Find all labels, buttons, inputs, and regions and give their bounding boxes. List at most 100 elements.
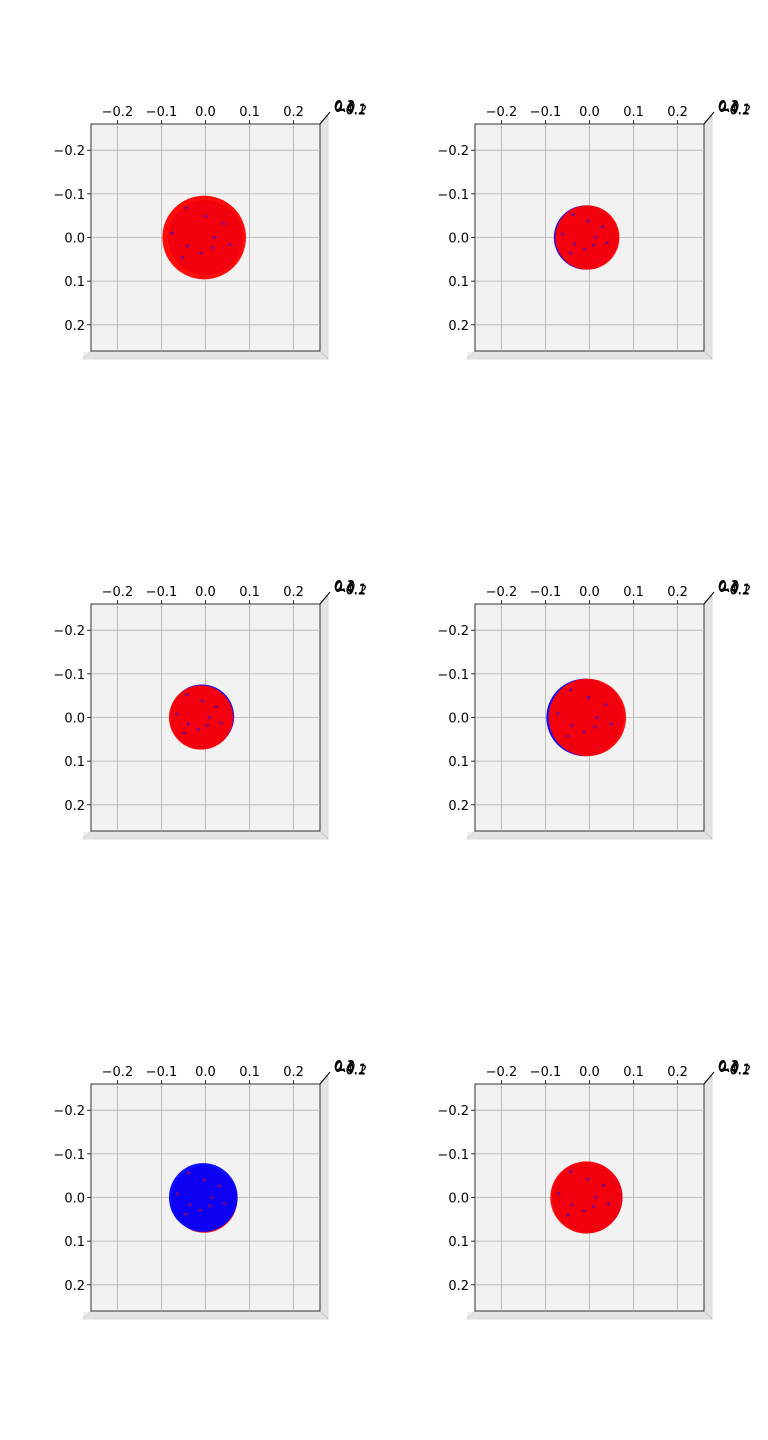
overlap-point (568, 688, 573, 692)
z-tick-label: 0.1 (718, 580, 739, 595)
y-tick-label: 0.2 (448, 1279, 469, 1294)
overlap-point (186, 244, 190, 248)
overlap-point (185, 692, 189, 697)
z-tick-label: −0.1 (335, 582, 367, 597)
y-tick-label: 0.2 (64, 799, 85, 814)
overlap-point (586, 1177, 590, 1181)
subplot-1: −0.2−0.2−0.1−0.10.00.00.10.10.20.20.20.1… (53, 99, 367, 360)
x-tick-label: −0.2 (486, 1065, 518, 1080)
z-tick-label: 0.0 (335, 1061, 356, 1076)
overlap-point (204, 214, 208, 218)
x-tick-label: −0.2 (486, 585, 518, 600)
y-tick-label: −0.2 (437, 624, 469, 639)
z-tick-label: 0.2 (334, 99, 355, 114)
x-tick-label: 0.2 (667, 105, 688, 120)
x-tick-label: −0.2 (486, 105, 518, 120)
overlap-point (573, 242, 577, 246)
overlap-point (210, 1195, 214, 1200)
series-2-points (548, 678, 627, 757)
overlap-point (570, 1203, 574, 1207)
y-tick-label: 0.0 (448, 1192, 469, 1207)
overlap-point (213, 235, 217, 240)
y-tick-label: −0.1 (53, 188, 85, 203)
z-tick-label: 0.0 (719, 101, 740, 116)
y-tick-label: −0.1 (437, 188, 469, 203)
z-tick-label: −0.1 (719, 1062, 751, 1077)
overlap-point (222, 1201, 227, 1205)
overlap-point (184, 1212, 188, 1216)
overlap-point (228, 243, 232, 247)
y-tick-label: 0.1 (64, 1235, 85, 1250)
subplot-6: −0.2−0.2−0.1−0.10.00.00.10.10.20.20.20.1… (437, 1059, 751, 1320)
overlap-point (603, 703, 608, 707)
y-tick-label: 0.2 (64, 1279, 85, 1294)
z-tick-label: −0.2 (335, 583, 367, 598)
x-tick-label: 0.1 (623, 585, 644, 600)
overlap-point (174, 712, 179, 716)
y-tick-label: −0.1 (437, 668, 469, 683)
overlap-point (217, 1184, 222, 1188)
series-2-points (555, 205, 620, 270)
overlap-point (571, 212, 575, 217)
overlap-point (219, 721, 223, 725)
overlap-point (557, 1192, 561, 1196)
x-tick-label: 0.1 (623, 105, 644, 120)
z-tick-label: 0.1 (334, 580, 355, 595)
overlap-point (609, 722, 613, 726)
x-tick-label: 0.1 (239, 585, 260, 600)
overlap-point (208, 1204, 212, 1208)
x-tick-label: 0.2 (283, 585, 304, 600)
z-tick-label: 0.2 (718, 579, 739, 594)
series-2-points (168, 685, 234, 750)
series-2-points (550, 1161, 623, 1234)
overlap-point (600, 225, 604, 229)
overlap-point (605, 241, 609, 245)
overlap-point (556, 711, 560, 716)
y-tick-label: −0.1 (53, 668, 85, 683)
overlap-point (569, 1170, 573, 1174)
x-tick-label: 0.1 (239, 105, 260, 120)
z-tick-label: 0.0 (719, 1061, 740, 1076)
x-tick-label: −0.2 (102, 1065, 134, 1080)
y-tick-label: 0.1 (448, 275, 469, 290)
z-axis-line (703, 1071, 715, 1085)
y-tick-label: −0.2 (437, 1104, 469, 1119)
y-tick-label: −0.1 (53, 1148, 85, 1163)
x-tick-label: 0.2 (667, 585, 688, 600)
x-tick-label: −0.1 (146, 1065, 178, 1080)
z-tick-label: −0.1 (335, 1062, 367, 1077)
x-tick-label: −0.2 (102, 585, 134, 600)
series-2-points (162, 195, 247, 280)
overlap-point (199, 251, 203, 255)
overlap-point (199, 1208, 203, 1212)
y-tick-label: 0.2 (448, 799, 469, 814)
z-tick-label: −0.2 (719, 583, 751, 598)
overlap-point (593, 235, 597, 240)
y-tick-label: −0.1 (437, 1148, 469, 1163)
x-tick-label: 0.1 (623, 1065, 644, 1080)
x-tick-label: 0.0 (579, 1065, 600, 1080)
x-tick-label: 0.0 (195, 1065, 216, 1080)
overlap-point (205, 723, 210, 727)
y-tick-label: 0.1 (448, 755, 469, 770)
overlap-point (186, 722, 191, 726)
x-tick-label: −0.1 (146, 105, 178, 120)
z-tick-label: 0.2 (334, 1059, 355, 1074)
z-axis-line (319, 1071, 331, 1085)
x-tick-label: 0.2 (283, 105, 304, 120)
overlap-point (561, 232, 565, 236)
z-axis-line (319, 591, 331, 605)
z-tick-label: −0.1 (335, 102, 367, 117)
overlap-point (592, 243, 596, 247)
z-axis-line (319, 111, 331, 125)
x-tick-label: −0.1 (530, 1065, 562, 1080)
overlap-point (200, 699, 204, 703)
z-tick-label: 0.2 (718, 99, 739, 114)
overlap-point (565, 734, 569, 738)
x-tick-label: −0.1 (146, 585, 178, 600)
z-tick-label: 0.1 (718, 1060, 739, 1075)
subplot-4: −0.2−0.2−0.1−0.10.00.00.10.10.20.20.20.1… (437, 579, 751, 840)
z-tick-label: 0.1 (334, 1060, 355, 1075)
overlap-point (170, 231, 174, 235)
